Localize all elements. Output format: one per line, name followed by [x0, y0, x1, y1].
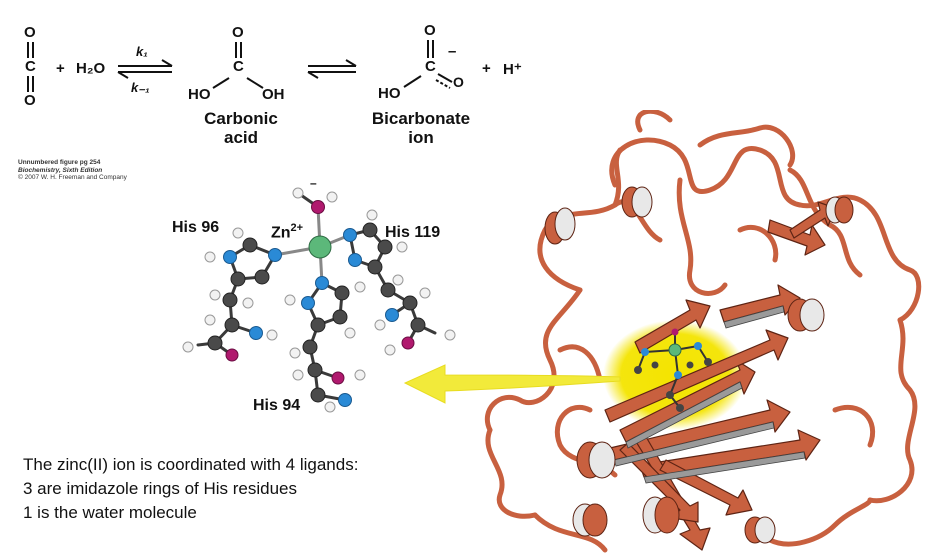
strand-undersides [613, 305, 806, 484]
bicarbonate-ion-label: Bicarbonate ion [371, 109, 471, 147]
hydrogen-atoms [182, 187, 456, 413]
co2-o-top: O [24, 24, 36, 41]
rate-constant-k1: k₁ [136, 44, 148, 59]
label-his-119: His 119 [385, 224, 441, 241]
reaction-bonds [27, 40, 453, 92]
water-charge: – [310, 176, 317, 190]
label-his-94: His 94 [253, 397, 301, 414]
label-his-96: His 96 [172, 219, 220, 236]
protein-ribbon-structure [484, 110, 922, 553]
bicarb-ho: HO [378, 85, 401, 102]
protein-helices [544, 186, 854, 544]
rate-constant-k-minus-1: k₋₁ [131, 80, 150, 95]
figure-credit: Unnumbered figure pg 254 Biochemistry, S… [18, 159, 127, 181]
plus-sign-2: + [482, 60, 491, 77]
carbonic-oh: OH [262, 86, 285, 103]
co2-c: C [25, 58, 36, 75]
carbonic-acid-label: Carbonic acid [204, 109, 278, 147]
zoom-arrow [403, 364, 621, 404]
carbonic-c: C [233, 58, 244, 75]
bicarb-o-right: O [453, 74, 464, 90]
co2-o-bottom: O [24, 92, 36, 109]
caption-line-2: 3 are imidazole rings of His residues [23, 479, 298, 498]
protein-coils [484, 110, 922, 553]
bicarb-charge: – [448, 43, 457, 60]
water-formula: H₂O [76, 60, 106, 77]
caption-line-3: 1 is the water molecule [23, 503, 197, 522]
nitrogen-atoms [223, 228, 399, 407]
carbonic-o-top: O [232, 24, 244, 41]
carbon-atoms [207, 222, 426, 403]
active-site-miniature [634, 328, 712, 412]
zinc-active-site-model: – [182, 176, 456, 413]
proton: H⁺ [503, 61, 522, 78]
caption-text: The zinc(II) ion is coordinated with 4 l… [23, 453, 358, 525]
protein-beta-strands [604, 201, 836, 551]
zinc-ion [308, 235, 332, 259]
bicarb-o-top: O [424, 22, 436, 39]
plus-sign-1: + [56, 60, 65, 77]
bicarb-c: C [425, 58, 436, 75]
caption-line-1: The zinc(II) ion is coordinated with 4 l… [23, 455, 359, 474]
oxygen-atoms [225, 200, 415, 385]
label-zn: Zn2+ [271, 222, 304, 242]
carbonic-ho: HO [188, 86, 211, 103]
